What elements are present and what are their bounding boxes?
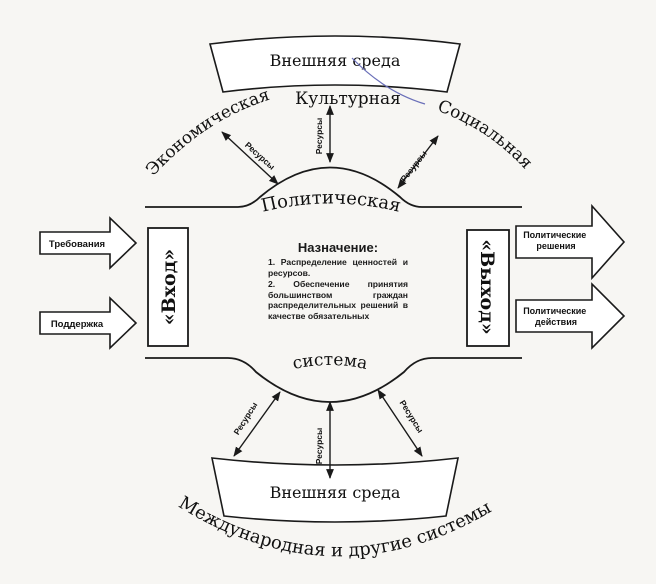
demand-label: Требования (49, 239, 105, 250)
system-title-top: Политическая (259, 187, 402, 216)
sphere-label-cultural: Культурная (295, 89, 401, 109)
resource-label-top-right: Ресурсы (398, 149, 428, 184)
output-box (466, 229, 510, 347)
resource-arrow-bottom-right (377, 389, 423, 457)
sphere-label-economic: Экономическая (142, 85, 272, 180)
purpose-item: 1. Распределение ценностей и ресурсов. (268, 257, 408, 278)
resource-label-top-center: Ресурсы (314, 118, 324, 155)
pen-stroke (351, 57, 426, 105)
resource-arrow-top-right (397, 135, 439, 189)
environment-banner-top (208, 35, 462, 93)
sphere-label-social: Социальная (435, 96, 536, 173)
input-label: «Вход» (158, 249, 180, 325)
resource-arrow-top-left (221, 131, 279, 185)
actions-label: Политические действия (523, 306, 589, 327)
environment-label-bottom: Внешняя среда (270, 483, 401, 502)
support-arrow (39, 296, 138, 350)
system-outline-top (145, 166, 522, 208)
output-label: «Выход» (476, 239, 498, 335)
system-title-bottom: система (291, 350, 369, 374)
resource-label-bottom-left: Ресурсы (232, 400, 260, 436)
resource-label-bottom-center: Ресурсы (314, 428, 324, 465)
demand-arrow (39, 216, 138, 270)
purpose-box: Назначение: 1. Распределение ценностей и… (268, 240, 408, 322)
decisions-arrow (515, 203, 626, 281)
environment-banner-bottom (210, 457, 460, 523)
support-label: Поддержка (51, 319, 104, 330)
input-box (147, 227, 189, 347)
actions-arrow (515, 282, 626, 350)
purpose-title: Назначение: (297, 240, 379, 255)
resource-label-bottom-right: Ресурсы (398, 398, 426, 434)
purpose-item: 2. Обеспечение принятия большинством гра… (268, 279, 408, 321)
resource-arrow-bottom-left (233, 391, 281, 457)
decisions-label: Политические решения (523, 230, 589, 251)
environment-label-top: Внешняя среда (270, 51, 401, 70)
